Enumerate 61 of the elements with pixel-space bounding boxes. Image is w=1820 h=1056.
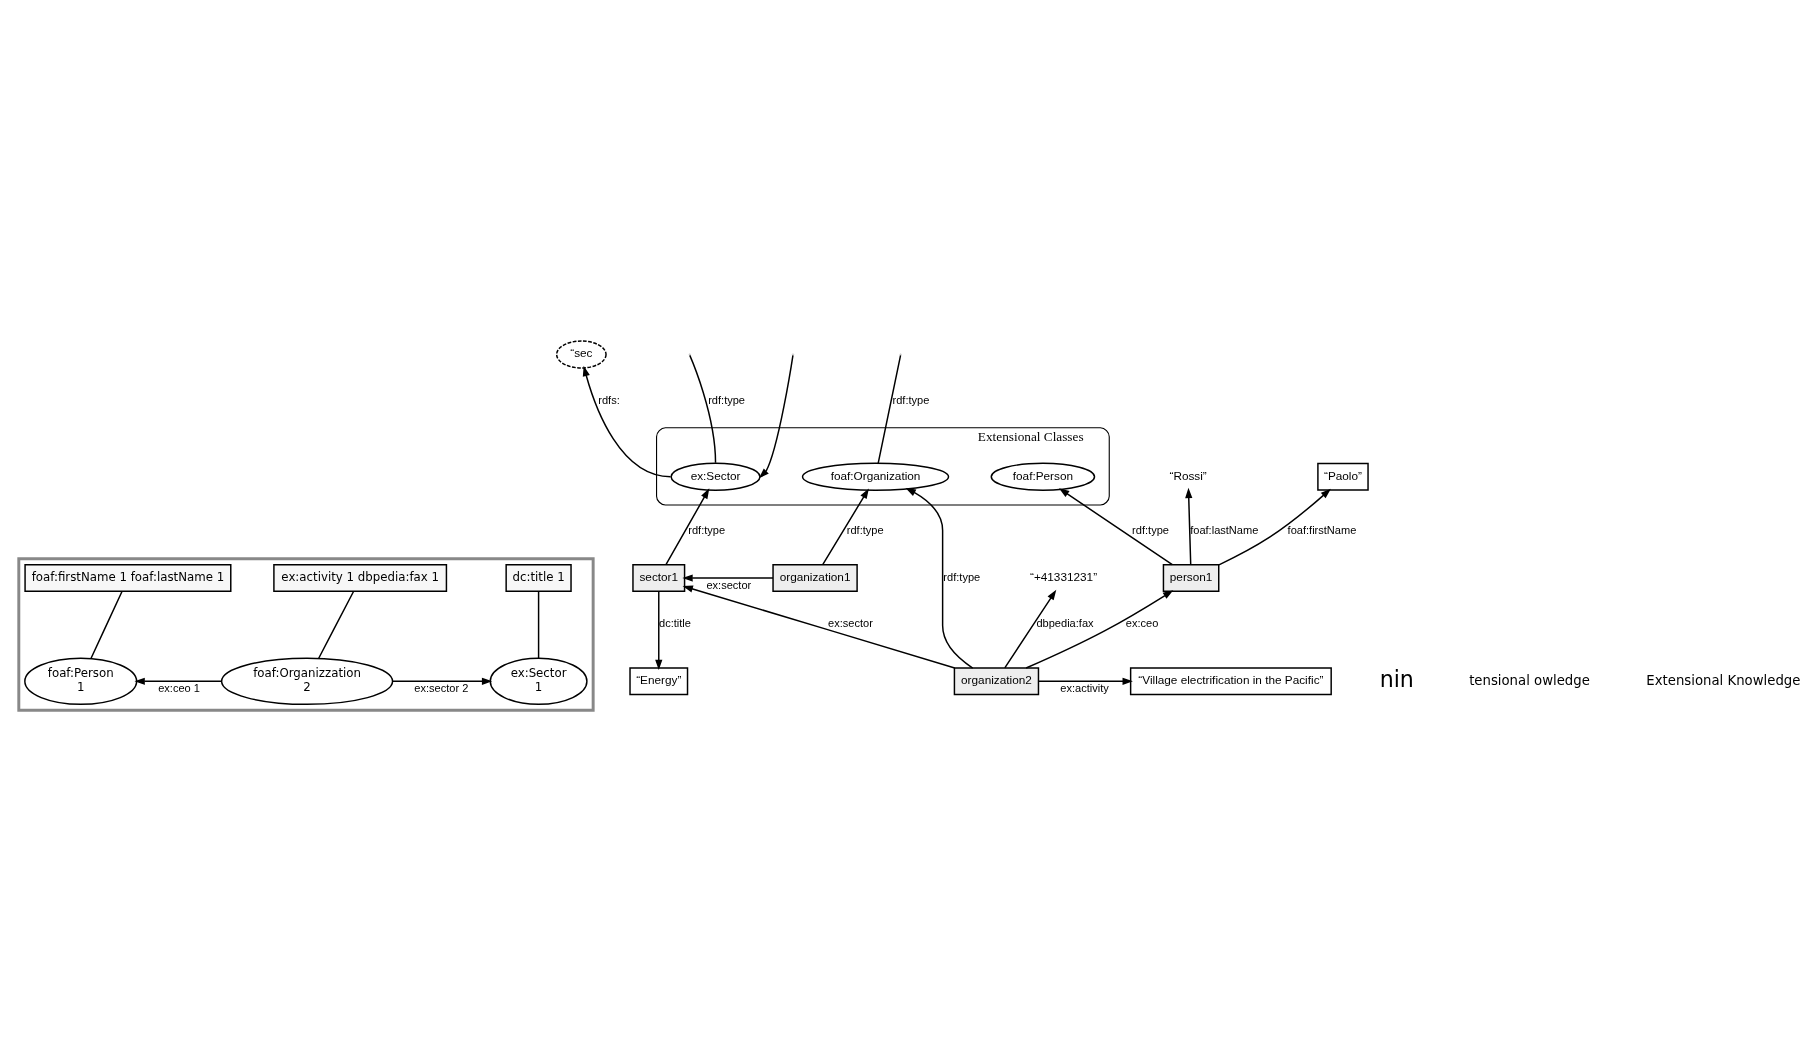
connector [317, 590, 355, 659]
arrow [1037, 677, 1133, 685]
arrow [1218, 488, 1331, 566]
arrow [655, 590, 663, 670]
edge-label: rdf:type [688, 523, 726, 536]
arrow [822, 487, 869, 565]
edge-label: ex:ceo [1125, 616, 1159, 629]
node-box: sector1 [632, 563, 686, 592]
arrow [1058, 487, 1174, 565]
node-ellipse: ex:Sector 1 [489, 657, 588, 705]
arrow [1025, 589, 1174, 669]
connector [877, 354, 902, 464]
node-box: “Paolo” [1317, 462, 1369, 491]
arrow [665, 487, 710, 565]
edge-label: ex:sector [828, 616, 873, 629]
node-ellipse: foaf:Organizzation 2 [220, 657, 394, 705]
node-ellipse: foaf:Organization [801, 462, 950, 491]
edge-label: rdf:type [1132, 523, 1169, 536]
arrow [1004, 589, 1057, 669]
node-text: “Rossi” [1169, 468, 1207, 482]
arrow [682, 573, 774, 582]
edge-label: ex:sector 2 [414, 681, 469, 694]
node-ellipse: ex:Sector [670, 462, 761, 491]
node-ellipse: “sec [555, 339, 607, 369]
node-box: organization1 [772, 563, 858, 592]
arrow [582, 365, 672, 477]
edge-label: ex:ceo 1 [158, 681, 200, 694]
node-ellipse: foaf:Person [990, 462, 1096, 491]
connector [689, 354, 717, 463]
arrow [682, 584, 956, 669]
node-box: dc:title 1 [505, 563, 572, 592]
node-box: “Energy” [629, 666, 689, 695]
node-box: ex:activity 1 dbpedia:fax 1 [273, 563, 448, 592]
node-box: “Village electrification in the Pacific” [1129, 666, 1332, 695]
edge-label: dc:title [659, 616, 691, 629]
node-box: foaf:firstName 1 foaf:lastName 1 [24, 563, 232, 592]
edge-label: ex:activity [1060, 681, 1109, 694]
node-ellipse: foaf:Person 1 [24, 657, 138, 705]
edge-label: rdf:type [892, 393, 930, 406]
cluster [17, 556, 595, 712]
edge-label: dbpedia:fax [1036, 616, 1094, 629]
arrow [134, 677, 223, 685]
node-text: “+41331231” [1029, 569, 1098, 583]
arrow [758, 354, 794, 478]
arrow [1185, 487, 1193, 565]
node-box: organization2 [953, 666, 1040, 695]
label: nin [1379, 665, 1414, 692]
edge-label: ex:sector [706, 578, 752, 591]
edge-label: foaf:lastName [1190, 523, 1259, 536]
edge-label: rdf:type [708, 393, 746, 406]
edge-label: rdf:type [943, 570, 981, 583]
arrow [905, 487, 974, 669]
edge-label: rdf:type [846, 523, 884, 536]
label: tensional owledge [1469, 672, 1590, 688]
connector [90, 590, 123, 659]
connector [537, 590, 540, 659]
label: Extensional Knowledge [1646, 672, 1801, 688]
arrow [391, 677, 493, 685]
edge-label: foaf:firstName [1287, 523, 1357, 536]
node-box: person1 [1162, 563, 1220, 592]
edge-label: rdfs: [598, 393, 620, 406]
